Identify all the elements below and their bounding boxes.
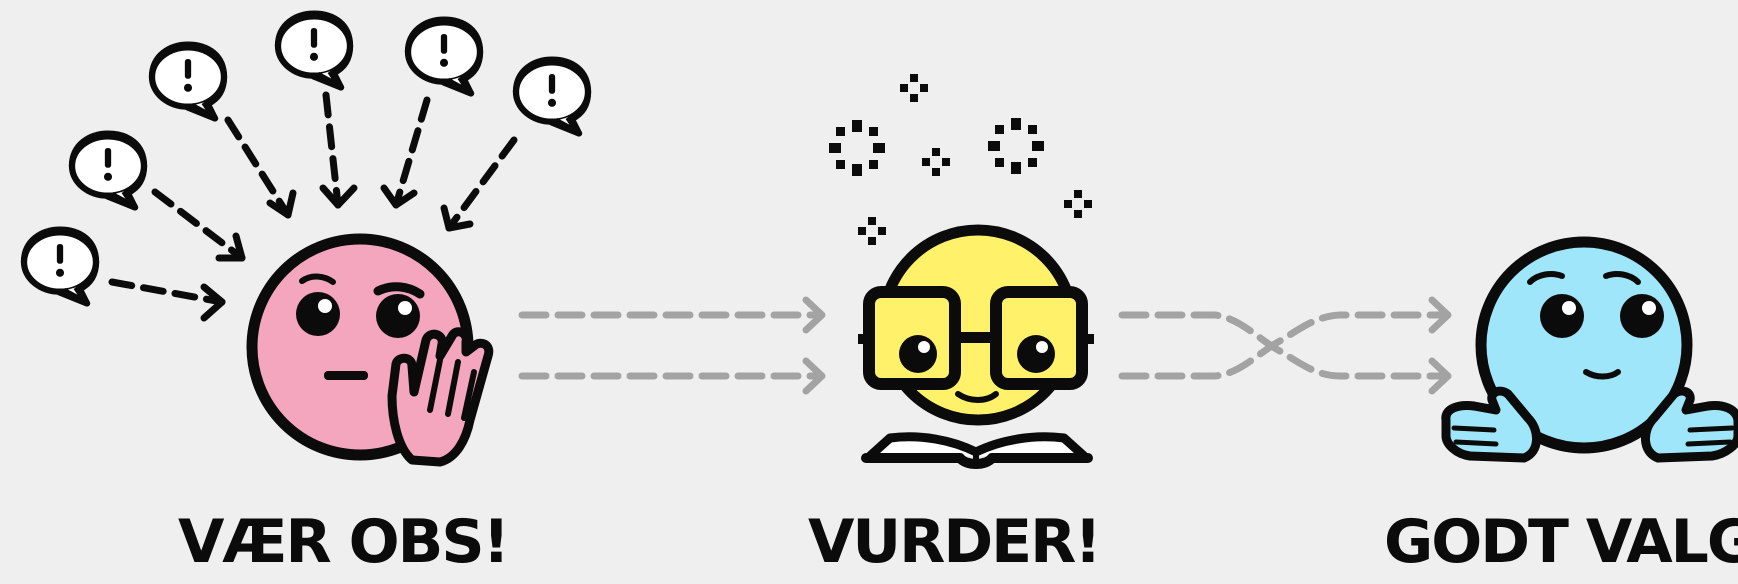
crossing-connector-arrows bbox=[1122, 300, 1448, 391]
nerd-face-reading-icon bbox=[858, 230, 1094, 464]
step-caption-obs: VÆR OBS! bbox=[178, 505, 508, 579]
connector-arrows bbox=[522, 300, 822, 391]
step-caption-vurder: VURDER! bbox=[808, 505, 1100, 579]
step-caption-valg: GODT VALG bbox=[1384, 505, 1738, 579]
sparkle-icon bbox=[829, 74, 1092, 245]
face-with-hand-alert-icon bbox=[252, 239, 489, 462]
relieved-face-open-hands-icon bbox=[1446, 242, 1738, 458]
